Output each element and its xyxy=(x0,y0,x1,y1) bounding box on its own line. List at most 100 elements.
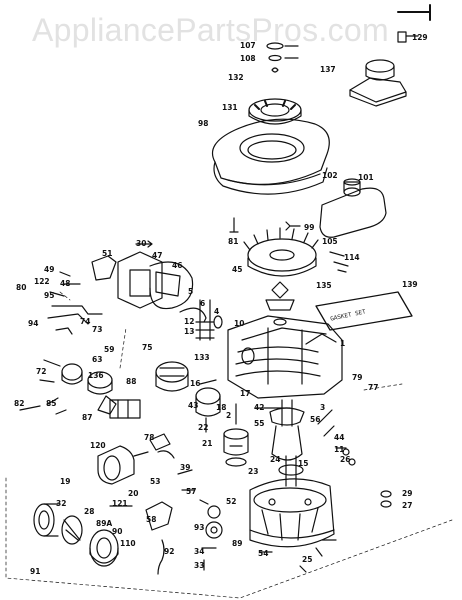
part-label: 18 xyxy=(216,403,227,412)
part-label: 39 xyxy=(180,463,191,472)
blower-housing-98 xyxy=(211,118,330,195)
part-label: 16 xyxy=(190,379,201,388)
part-label: 102 xyxy=(322,171,338,180)
ring-131 xyxy=(248,98,302,125)
crankshaft xyxy=(255,399,305,487)
part-label: 82 xyxy=(14,399,25,408)
part-label: 77 xyxy=(368,383,379,392)
part-label: 92 xyxy=(164,547,175,556)
part-label: 110 xyxy=(120,539,136,548)
part-label: 25 xyxy=(302,555,313,564)
screws-85-82 xyxy=(19,397,67,415)
part-label: 45 xyxy=(232,265,243,274)
part-label: 26 xyxy=(340,455,351,464)
part-label: 85 xyxy=(46,399,57,408)
bracket-137 xyxy=(349,59,407,107)
part-label: 137 xyxy=(320,65,336,74)
corner-marker xyxy=(397,4,431,21)
part-label: 53 xyxy=(150,477,161,486)
part-label: 81 xyxy=(228,237,239,246)
part-label: 114 xyxy=(344,253,360,262)
part-label: 121 xyxy=(112,499,128,508)
cap-129 xyxy=(397,31,419,43)
part-label: 105 xyxy=(322,237,338,246)
part-label: 1 xyxy=(340,339,346,348)
piston xyxy=(223,403,249,467)
part-label: 120 xyxy=(90,441,106,450)
part-label: 11 xyxy=(334,445,345,454)
part-label: 136 xyxy=(88,371,104,380)
part-label: 22 xyxy=(198,423,209,432)
part-label: 80 xyxy=(16,283,27,292)
part-label: 34 xyxy=(194,547,205,556)
part-label: 49 xyxy=(44,265,55,274)
sump-base-25 xyxy=(249,478,335,548)
starter-cup xyxy=(265,281,295,326)
part-label: 107 xyxy=(240,41,256,50)
part-label: 74 xyxy=(80,317,91,326)
starter-120 xyxy=(97,445,149,485)
gears xyxy=(199,499,223,571)
part-label: 91 xyxy=(30,567,41,576)
part-label: 10 xyxy=(234,319,245,328)
bracket-53 xyxy=(109,501,173,575)
intake-16 xyxy=(195,379,221,433)
part-label: 93 xyxy=(194,523,205,532)
part-label: 19 xyxy=(60,477,71,486)
part-label: 43 xyxy=(188,401,199,410)
part-label: 90 xyxy=(112,527,123,536)
screw-105-114 xyxy=(329,251,349,273)
part-label: 89 xyxy=(232,539,243,548)
governor-parts xyxy=(317,409,356,466)
part-label: 3 xyxy=(320,403,326,412)
part-label: 88 xyxy=(126,377,137,386)
part-label: 52 xyxy=(226,497,237,506)
part-label: 58 xyxy=(146,515,157,524)
part-label: 2 xyxy=(226,411,232,420)
part-label: 131 xyxy=(222,103,238,112)
part-label: 21 xyxy=(202,439,213,448)
part-label: 15 xyxy=(298,459,309,468)
bolts-43-44 xyxy=(380,490,392,508)
part-label: 12 xyxy=(184,317,195,326)
screw-99 xyxy=(285,221,301,231)
watermark: AppliancePartsPros.com xyxy=(32,12,389,48)
part-label: 54 xyxy=(258,549,269,558)
part-label: 135 xyxy=(316,281,332,290)
part-label: 132 xyxy=(228,73,244,82)
flywheel-135 xyxy=(243,227,319,277)
part-label: 48 xyxy=(60,279,71,288)
part-label: 89A xyxy=(96,519,113,528)
part-label: 75 xyxy=(142,343,153,352)
part-label: 57 xyxy=(186,487,197,496)
muffler-101 xyxy=(319,178,387,238)
part-label: 133 xyxy=(194,353,210,362)
part-label: 47 xyxy=(152,251,163,260)
part-label: 129 xyxy=(412,33,428,42)
condenser-88 xyxy=(109,399,141,419)
part-label: 87 xyxy=(82,413,93,422)
part-label: 44 xyxy=(334,433,345,442)
part-label: 63 xyxy=(92,355,103,364)
part-label: 28 xyxy=(84,507,95,516)
part-label: 94 xyxy=(28,319,39,328)
part-label: 78 xyxy=(144,433,155,442)
coil-63 xyxy=(39,359,83,385)
part-label: 73 xyxy=(92,325,103,334)
part-label: 55 xyxy=(254,419,265,428)
air-cleaner-75 xyxy=(155,361,189,392)
part-label: 29 xyxy=(402,489,413,498)
part-label: 17 xyxy=(240,389,251,398)
part-label: 33 xyxy=(194,561,205,570)
gasket-set-139 xyxy=(315,291,413,331)
part-label: 79 xyxy=(352,373,363,382)
part-label: 108 xyxy=(240,54,256,63)
part-label: 51 xyxy=(102,249,113,258)
leader-lines xyxy=(5,291,453,599)
part-label: 4 xyxy=(214,307,220,316)
part-label: 5 xyxy=(188,287,194,296)
part-label: 20 xyxy=(128,489,139,498)
part-label: 139 xyxy=(402,280,418,289)
part-label: 56 xyxy=(310,415,321,424)
